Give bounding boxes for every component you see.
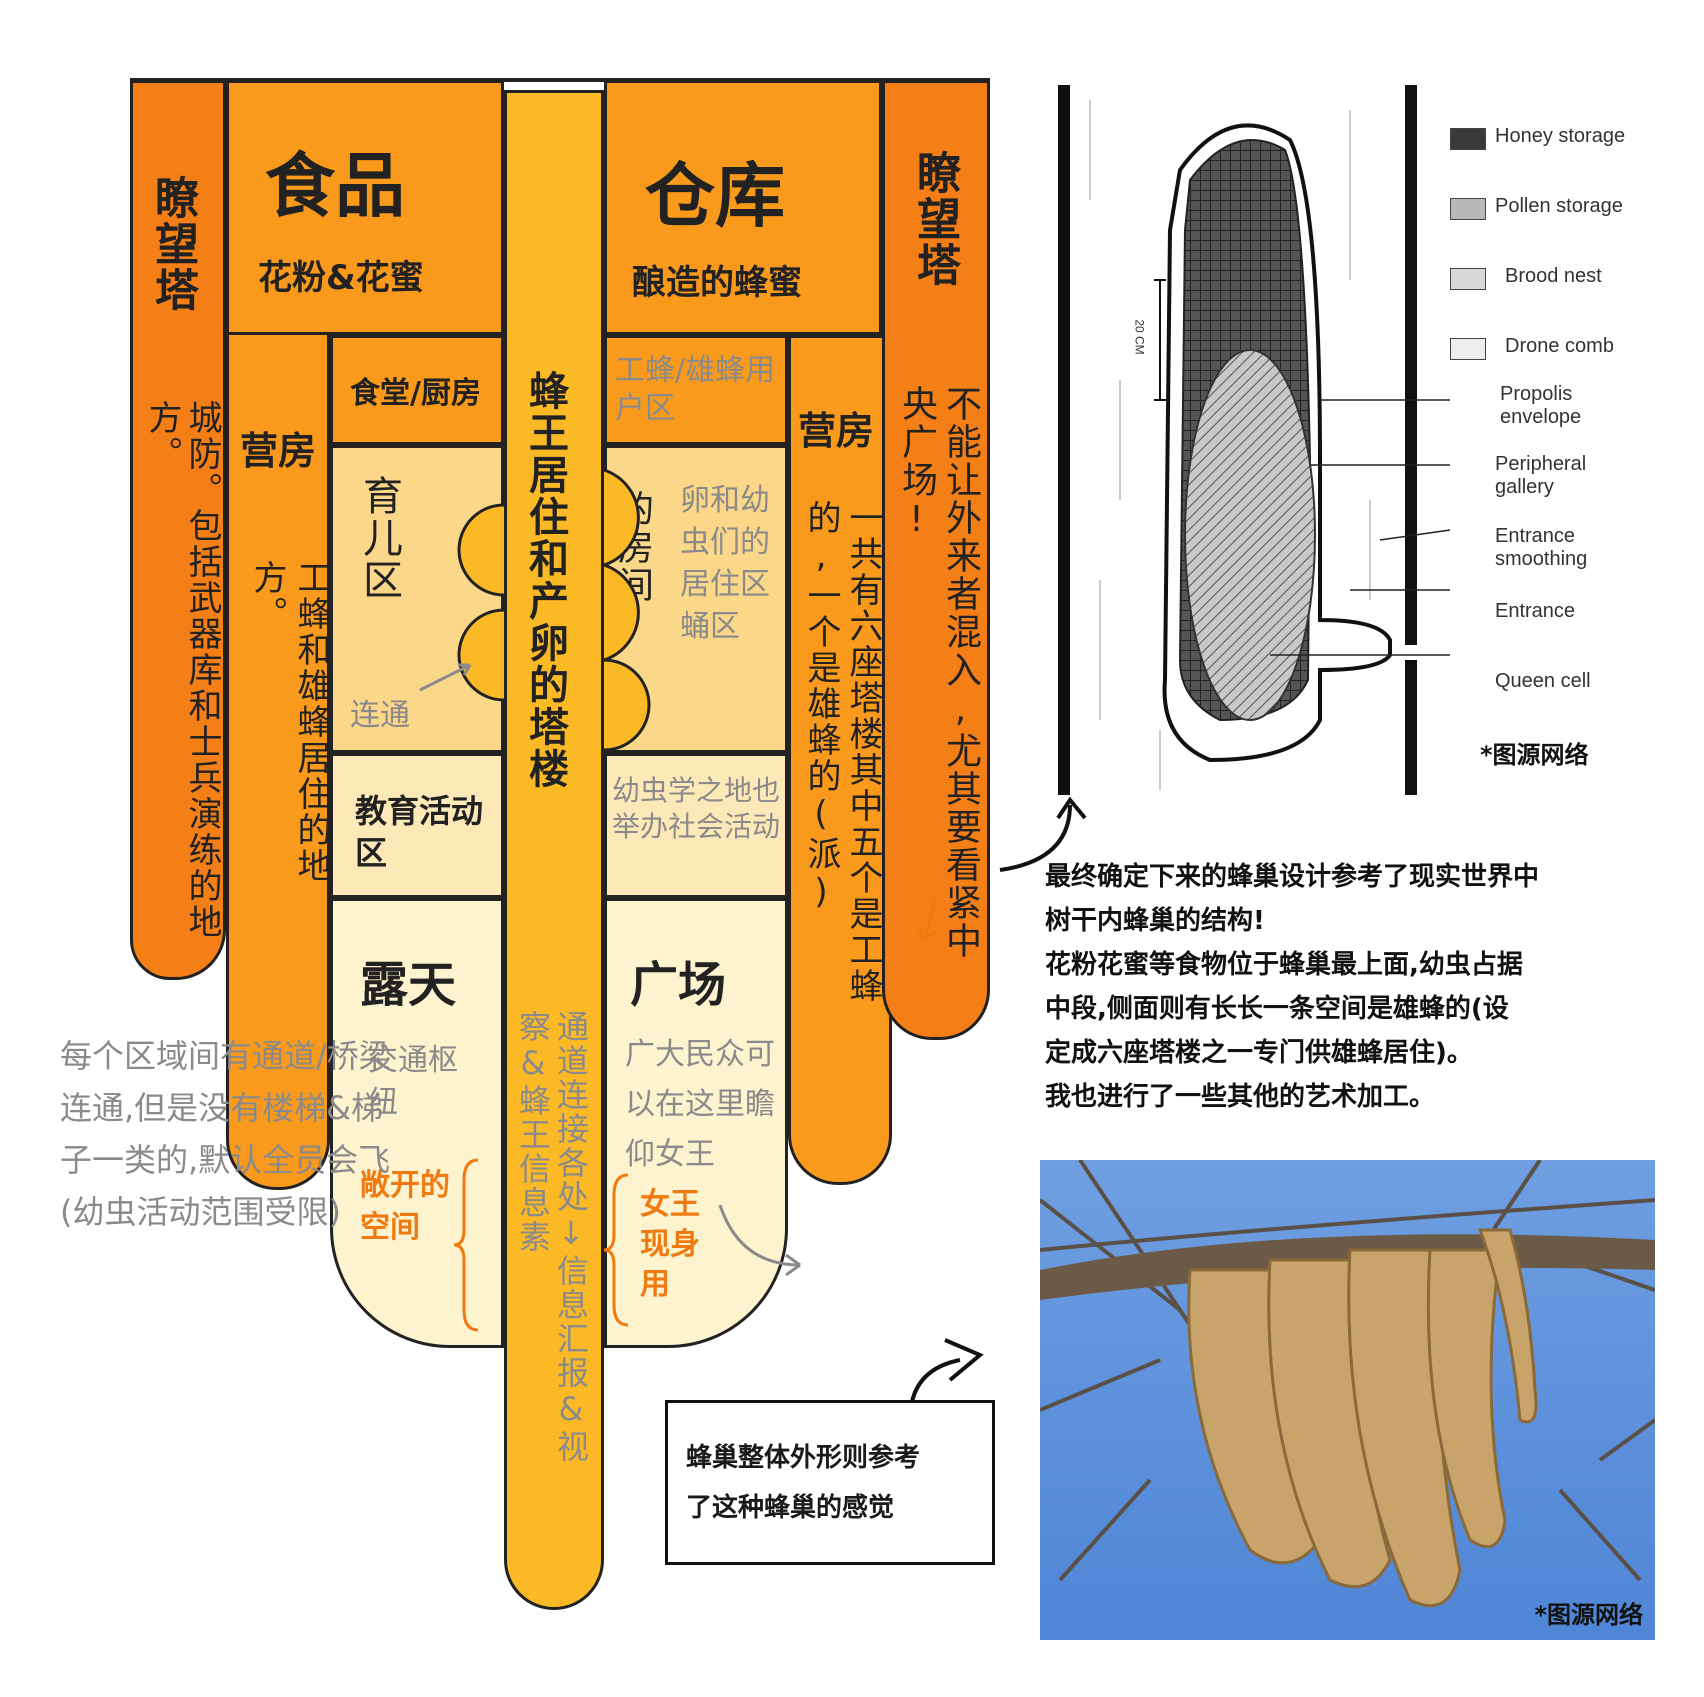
nursery-cell	[330, 445, 504, 753]
diagram-source: *图源网络	[1480, 741, 1589, 769]
queen-tower-title: 蜂王居住和产卵的塔楼	[522, 370, 568, 790]
legend-brood: Brood nest	[1505, 265, 1602, 287]
legend-swatch-honey	[1450, 128, 1486, 150]
right-tower-desc: 不能让外来者混入,尤其要看紧中央广场!	[896, 385, 981, 960]
side-note: 每个区域间有通道/桥梁连通,但是没有楼梯&梯子一类的,默认全员会飞(幼虫活动范围…	[60, 1037, 391, 1231]
label-propolis: Propolis envelope	[1500, 383, 1582, 428]
right-tower-title: 瞭望塔	[909, 150, 960, 288]
legend-pollen: Pollen storage	[1495, 195, 1623, 217]
left-tower-title: 瞭望塔	[147, 175, 198, 313]
worker-area-cell	[604, 335, 788, 445]
nest-diagram-drawing	[1058, 85, 1451, 795]
warehouse-block	[604, 80, 882, 335]
open-air-cell	[330, 898, 504, 1348]
nursery-title: 育儿区	[356, 475, 402, 601]
caption-line-3: 花粉花蜜等食物位于蜂巢最上面,幼虫占据	[1045, 950, 1523, 980]
canteen-title: 食堂/厨房	[350, 376, 481, 411]
caption-line-1: 最终确定下来的蜂巢设计参考了现实世界中	[1045, 862, 1540, 892]
warehouse-title: 仓库	[645, 155, 785, 237]
worker-area-title: 工蜂/雄蜂用户区	[615, 353, 776, 426]
left-barracks-desc: 工蜂和雄蜂居住的地方。	[247, 560, 331, 884]
caption-arrow	[999, 796, 1087, 872]
left-tower-desc: 城防。包括武器库和士兵演练的地方。	[142, 400, 222, 940]
right-barracks-title: 营房	[798, 409, 875, 453]
queen-tower-desc: 通道连接各处↓信息汇报&视察&蜂王信息素	[514, 1010, 590, 1464]
education-title: 教育活动区	[355, 792, 484, 872]
photo-source: *图源网络	[1534, 1601, 1643, 1629]
open-air-note: 敞开的空间	[360, 1168, 450, 1245]
legend-swatch-brood	[1450, 268, 1486, 290]
comb-photo: *图源网络	[1040, 1160, 1655, 1640]
food-subtitle: 花粉&花蜜	[258, 258, 424, 298]
larva-area-desc: 幼虫学之地也举办社会活动	[612, 774, 781, 843]
comb-photo-drawing	[1040, 1160, 1655, 1608]
hive-decorations	[130, 78, 990, 1332]
label-queen-cell: Queen cell	[1495, 670, 1591, 692]
legend-drone: Drone comb	[1505, 335, 1614, 357]
food-block	[226, 80, 504, 335]
plaza-desc: 广大民众可以在这里瞻仰女王	[625, 1037, 775, 1172]
nursery-connect-label: 连通	[350, 698, 410, 733]
diagram-scale: 20 CM	[1132, 319, 1147, 355]
caption-line-6: 我也进行了一些其他的艺术加工。	[1045, 1082, 1436, 1112]
egg-area-desc: 卵和幼虫们的居住区蛹区	[680, 483, 770, 644]
caption-line-5: 定成六座塔楼之一专门供雄蜂居住)。	[1045, 1038, 1473, 1068]
legend-swatch-pollen	[1450, 198, 1486, 220]
larva-area-cell	[604, 753, 788, 898]
canteen-cell	[330, 335, 504, 445]
label-entrance: Entrance	[1495, 600, 1576, 622]
plaza-cell	[604, 898, 788, 1348]
right-barracks-column	[788, 335, 892, 1185]
label-entrance-smoothing: Entrance smoothing	[1495, 525, 1588, 570]
caption-line-4: 中段,侧面则有长长一条空间是雄蜂的(设	[1045, 994, 1509, 1024]
nest-diagram: 20 CM Honey storage Pollen storage Brood…	[1050, 80, 1650, 800]
left-tower	[130, 80, 226, 980]
food-title: 食品	[265, 145, 405, 227]
warehouse-subtitle: 酿造的蜂蜜	[632, 263, 802, 303]
box-note-line-2: 了这种蜂巢的感觉	[686, 1493, 895, 1523]
plaza-note: 女王现身用	[640, 1187, 700, 1302]
plaza-title: 广场	[630, 957, 727, 1013]
left-barracks-title: 营房	[240, 429, 317, 473]
education-cell	[330, 753, 504, 898]
caption-line-2: 树干内蜂巢的结构!	[1045, 906, 1265, 936]
legend-honey: Honey storage	[1495, 125, 1626, 147]
queen-tower	[504, 90, 604, 1610]
box-note: 蜂巢整体外形则参考 了这种蜂巢的感觉	[665, 1400, 995, 1565]
caption: 最终确定下来的蜂巢设计参考了现实世界中 树干内蜂巢的结构! 花粉花蜜等食物位于蜂…	[1045, 855, 1665, 1119]
right-barracks-desc: 一共有六座塔楼其中五个是工蜂的,一个是雄蜂的(派)	[801, 500, 883, 1004]
legend-swatch-drone	[1450, 338, 1486, 360]
open-air-desc: 交通枢纽	[368, 1043, 458, 1120]
label-peripheral: Peripheral gallery	[1495, 453, 1587, 498]
box-note-line-1: 蜂巢整体外形则参考	[686, 1443, 921, 1473]
open-air-title: 露天	[360, 957, 457, 1013]
